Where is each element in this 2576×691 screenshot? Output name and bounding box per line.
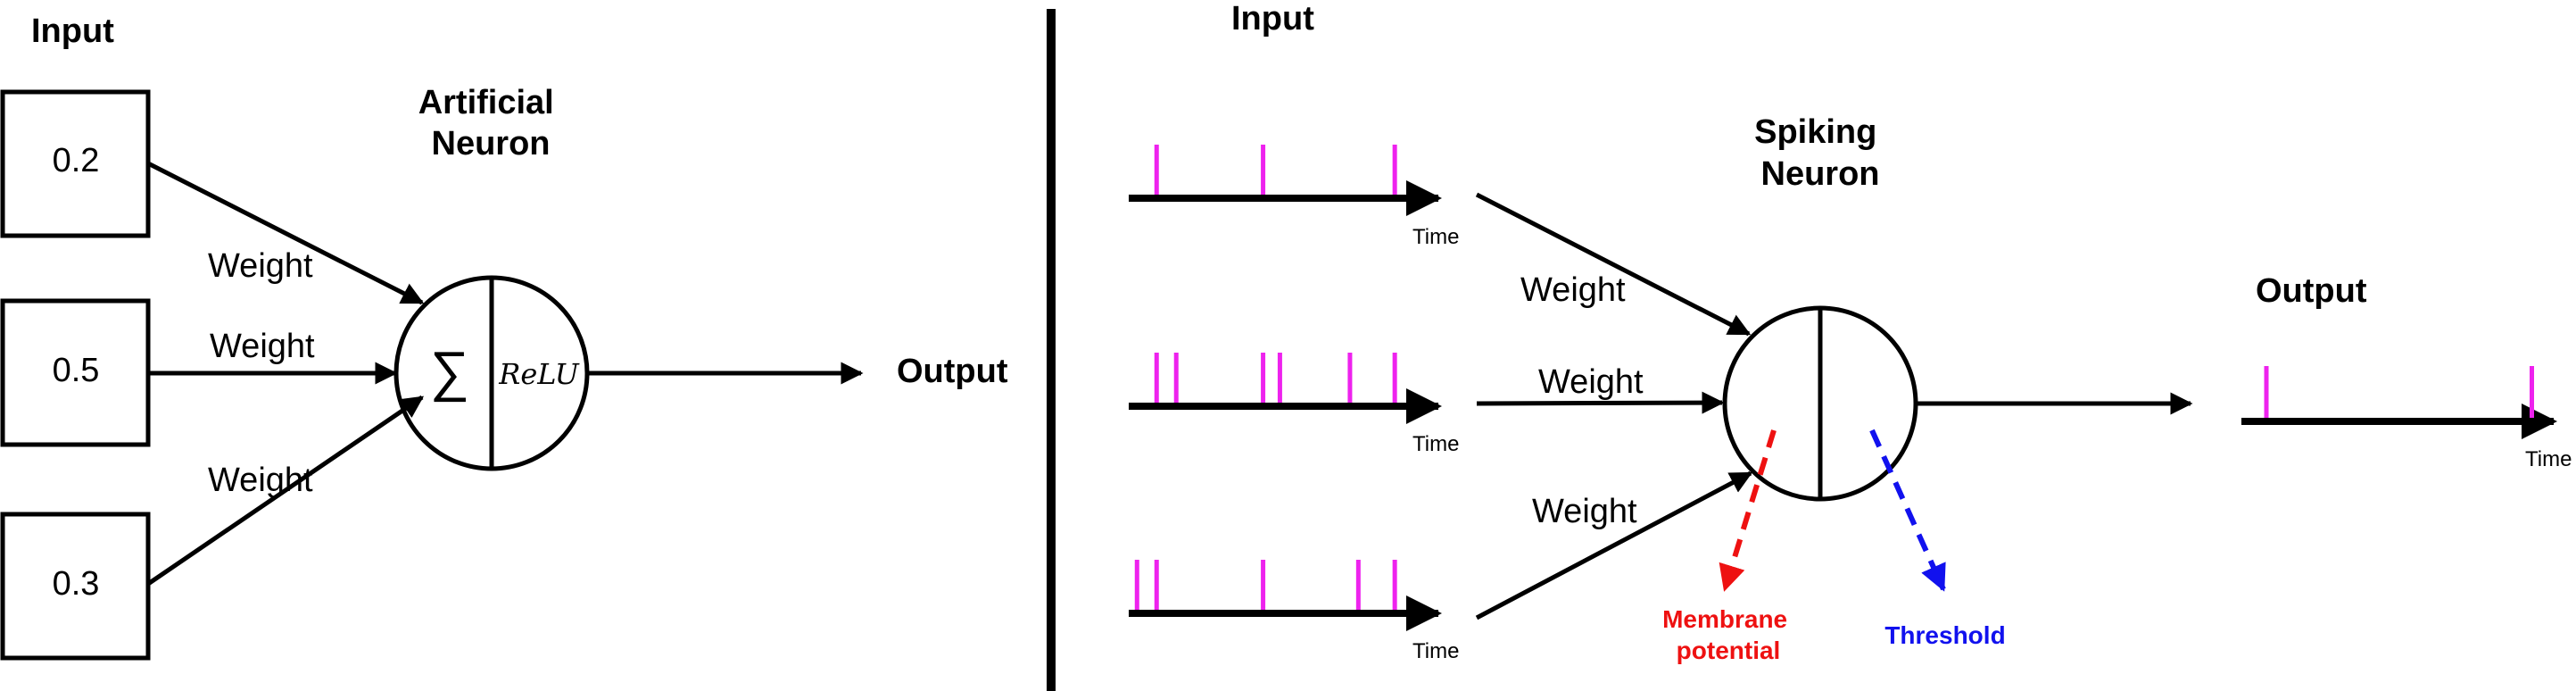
snn-weight-label-3: Weight <box>1532 493 1637 530</box>
activation-function: ReLU <box>498 357 580 391</box>
ann-connection-1 <box>146 161 425 305</box>
ann-title-line-2: Neuron <box>432 125 551 162</box>
time-label-1: Time <box>1412 225 1459 249</box>
snn-connection-2 <box>1476 391 1725 414</box>
input-spike-train-2 <box>1154 353 1397 403</box>
time-label-2: Time <box>1412 432 1459 456</box>
input-value-3: 0.3 <box>53 565 100 603</box>
threshold-label: Threshold <box>1884 621 2005 649</box>
sum-symbol: ∑ <box>430 341 469 403</box>
time-label-output: Time <box>2525 447 2572 471</box>
output-spike-train <box>2264 366 2534 418</box>
input-value-2: 0.5 <box>53 352 100 389</box>
input-spike-train-3 <box>1134 560 1397 610</box>
snn-title-line-1: Spiking <box>1754 113 1876 151</box>
artificial-neuron-panel: Input Artificial Neuron 0.2 0.5 0.3 Weig… <box>0 12 1008 661</box>
membrane-label-line-2: potential <box>1677 637 1781 664</box>
ann-weight-label-2: Weight <box>210 328 315 365</box>
membrane-potential-label: Membrane potential <box>1662 605 1794 664</box>
input-value-1: 0.2 <box>53 142 100 179</box>
time-label-3: Time <box>1412 639 1459 663</box>
snn-connection-1 <box>1475 192 1752 337</box>
snn-weight-label-2: Weight <box>1538 363 1644 401</box>
snn-input-label: Input <box>1231 0 1314 37</box>
membrane-potential-arrow <box>1719 429 1777 592</box>
ann-input-label: Input <box>31 12 114 50</box>
snn-connection-3 <box>1475 470 1753 620</box>
ann-title: Artificial Neuron <box>418 84 564 162</box>
ann-connection-3 <box>146 395 425 587</box>
ann-title-line-1: Artificial <box>418 84 554 121</box>
input-box-3 <box>0 512 151 661</box>
ann-output-label: Output <box>897 353 1008 390</box>
snn-title: Spiking Neuron <box>1754 113 1886 193</box>
threshold-arrow <box>1869 429 1946 592</box>
ann-weight-label-3: Weight <box>208 462 313 499</box>
membrane-label-line-1: Membrane <box>1662 605 1787 633</box>
snn-weight-label-1: Weight <box>1520 271 1626 309</box>
snn-output-label: Output <box>2256 272 2367 310</box>
input-spike-train-1 <box>1154 145 1397 195</box>
ann-weight-label-1: Weight <box>208 247 313 285</box>
spiking-neuron-panel: Input Spiking Neuron Time Time Time Weig… <box>1129 0 2572 664</box>
snn-title-line-2: Neuron <box>1761 155 1880 193</box>
